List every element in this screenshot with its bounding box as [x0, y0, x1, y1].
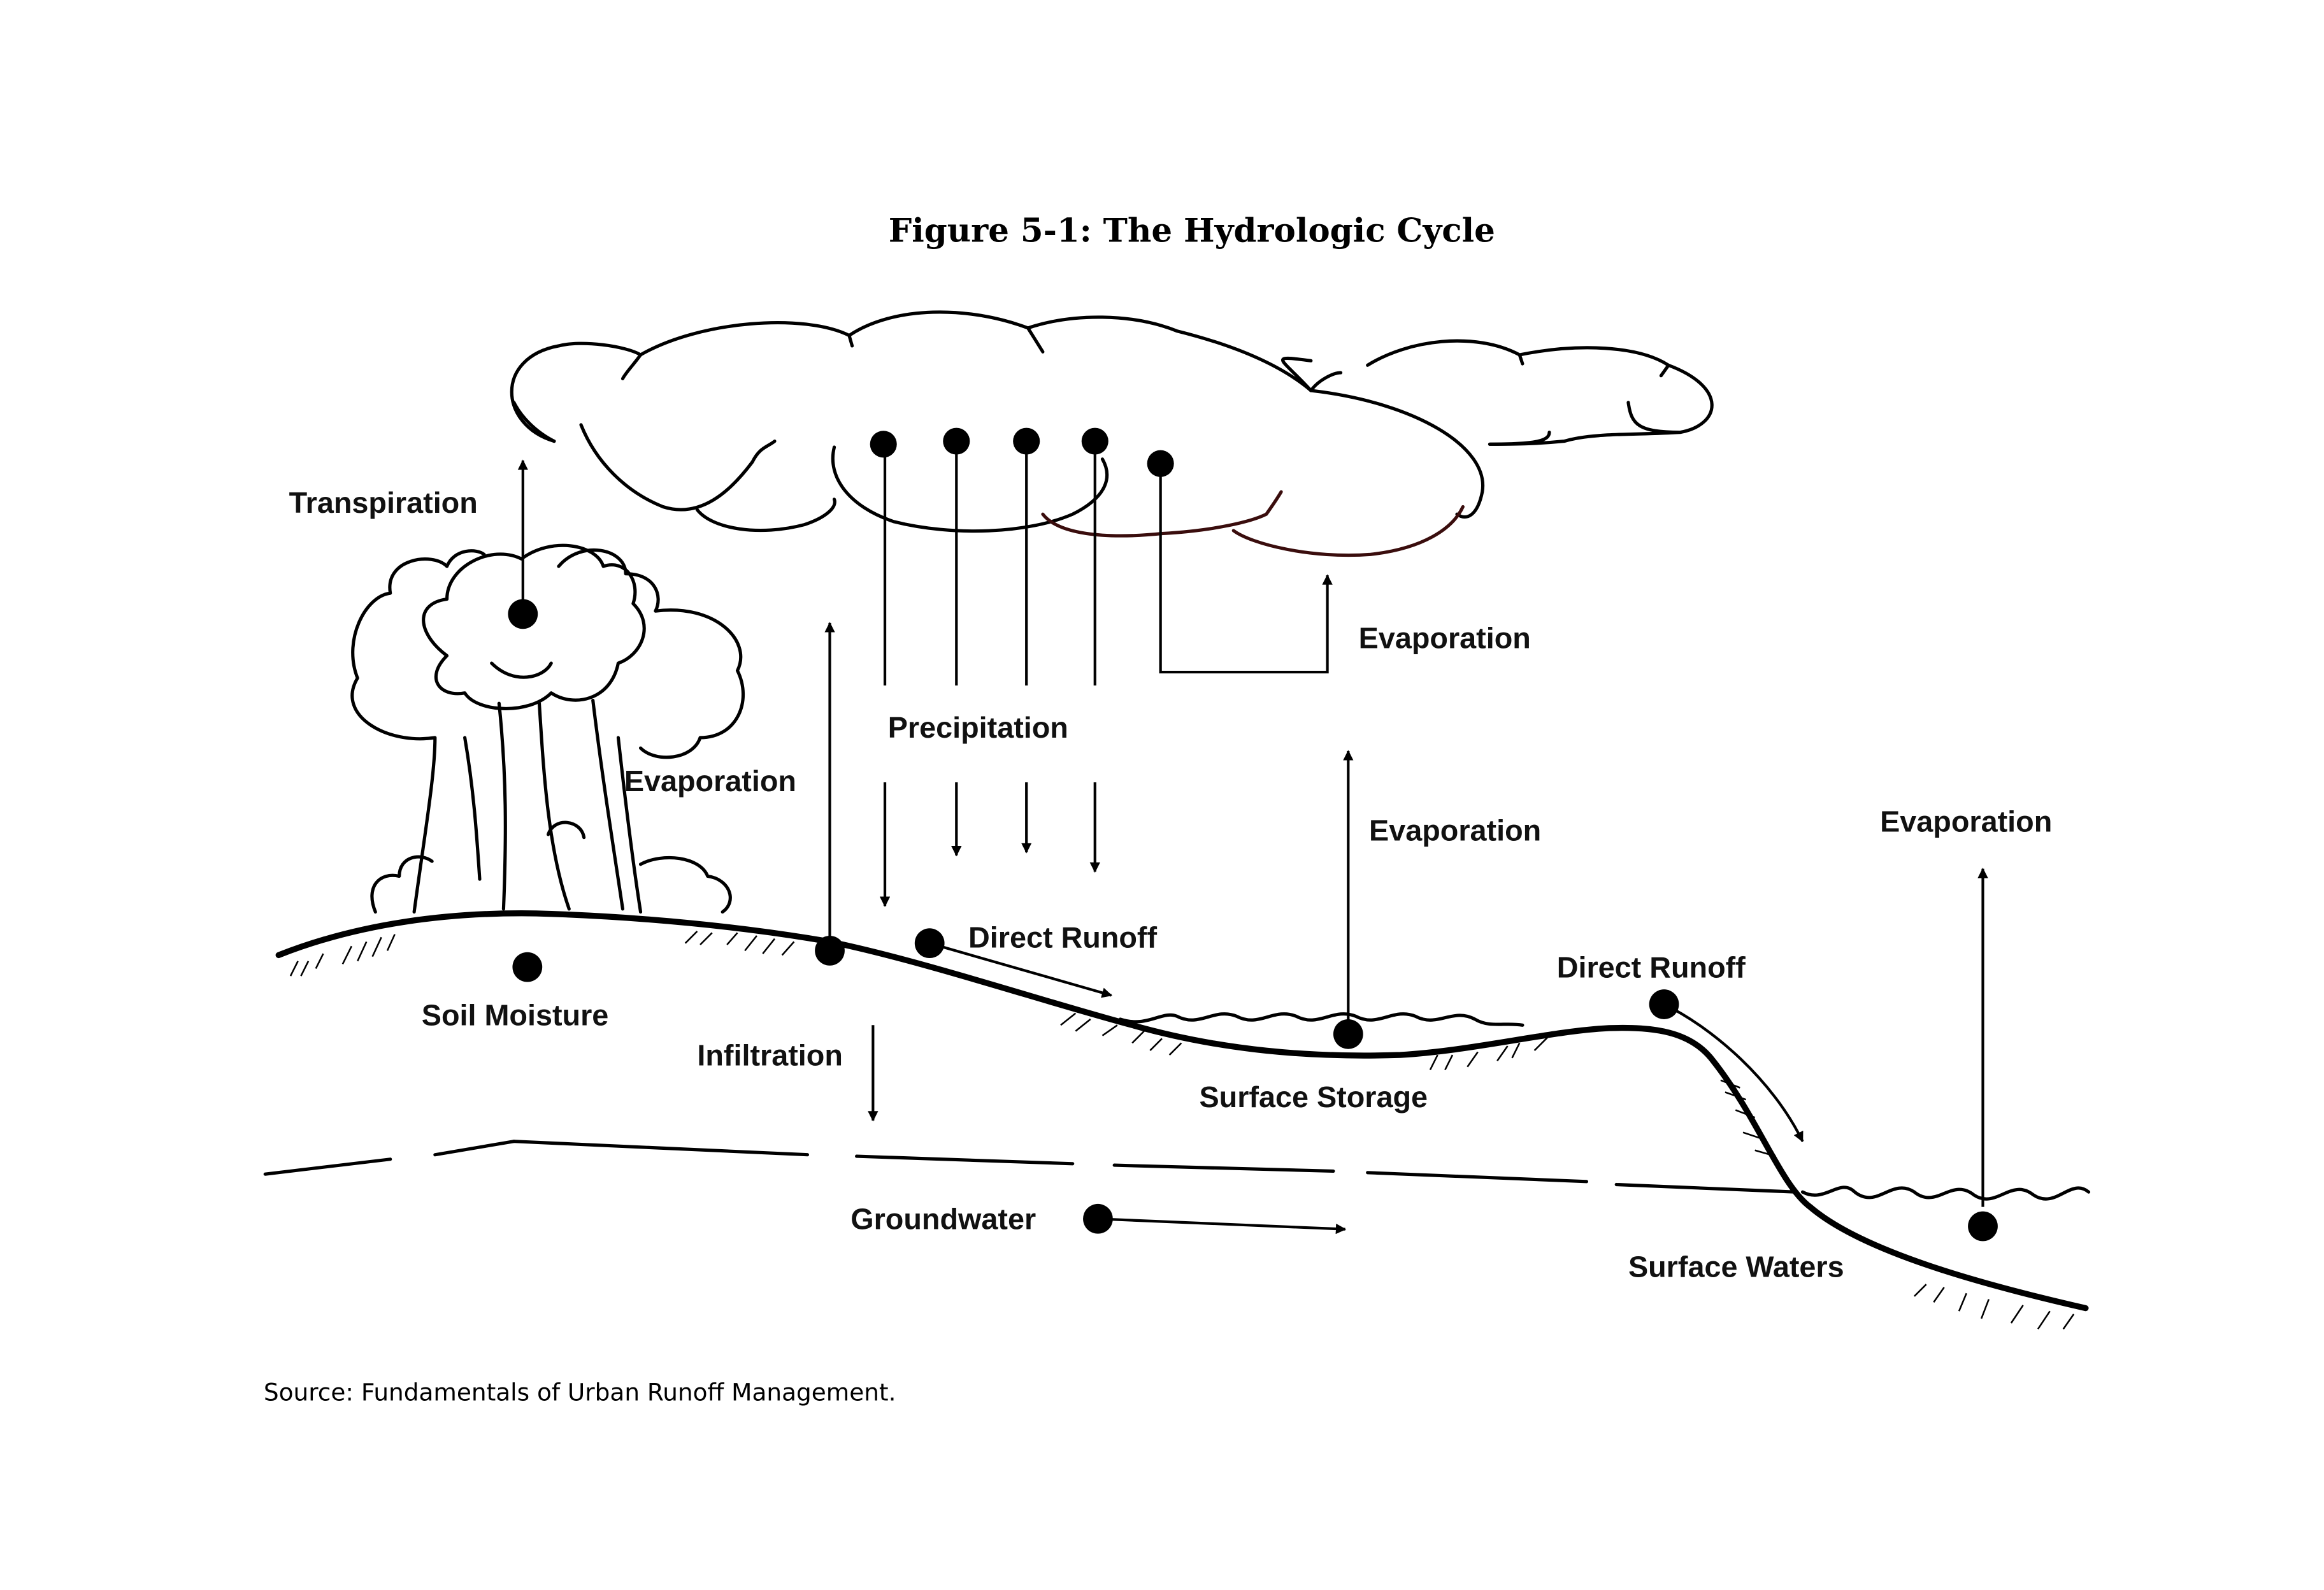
label-transpiration: Transpiration — [289, 486, 478, 519]
groundwater-arrow — [1098, 1217, 1347, 1235]
cloud-icon — [510, 310, 1714, 557]
soil-moisture-dot — [512, 952, 543, 982]
label-evaporation-cloud: Evaporation — [1359, 622, 1531, 655]
label-evaporation-storage: Evaporation — [1369, 813, 1541, 847]
trees-icon — [350, 543, 745, 914]
figure-source: Source: Fundamentals of Urban Runoff Man… — [264, 1379, 896, 1407]
figure-title: Figure 5-1: The Hydrologic Cycle — [889, 211, 1495, 250]
surface-waters-dot — [1968, 1211, 1998, 1242]
label-surface-waters: Surface Waters — [1628, 1250, 1844, 1283]
label-precipitation: Precipitation — [888, 711, 1068, 744]
label-infiltration: Infiltration — [697, 1038, 843, 1071]
direct-runoff-arrow — [929, 942, 1113, 998]
evaporation-arrow-cloud — [1159, 463, 1333, 674]
label-direct-runoff-2: Direct Runoff — [1557, 950, 1746, 984]
label-groundwater: Groundwater — [850, 1203, 1036, 1236]
direct-runoff-arrow — [1663, 1003, 1804, 1143]
precipitation-lines — [870, 427, 1174, 907]
label-evaporation-waters: Evaporation — [1880, 805, 2052, 838]
ground-surface — [275, 910, 2089, 1312]
label-evaporation-ground: Evaporation — [624, 764, 796, 798]
label-direct-runoff-1: Direct Runoff — [968, 921, 1157, 954]
groundwater-table — [263, 1140, 1797, 1194]
label-surface-storage: Surface Storage — [1199, 1080, 1428, 1114]
surface-storage-water — [1118, 1012, 1524, 1027]
soil-hatching — [289, 931, 2075, 1330]
raindrop-dot — [870, 431, 897, 458]
surface-waters-water — [1800, 1185, 2091, 1201]
label-soil-moisture: Soil Moisture — [422, 998, 609, 1031]
